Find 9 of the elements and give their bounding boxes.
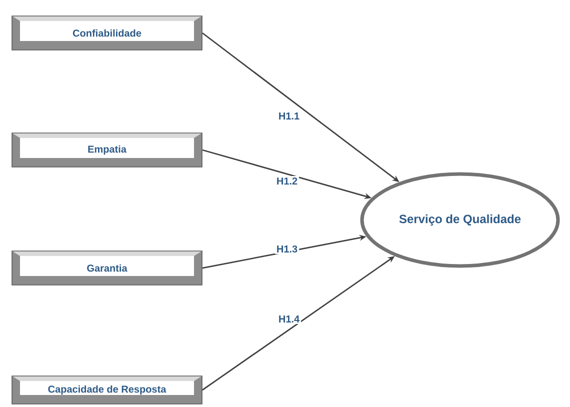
edge-label: H1.4	[276, 314, 302, 324]
edge-label: H1.3	[274, 244, 300, 254]
edge-label: H1.1	[276, 111, 302, 121]
beveled-box: Garantia	[12, 250, 202, 286]
beveled-box: Confiabilidade	[12, 16, 202, 50]
beveled-box: Empatia	[12, 132, 202, 168]
beveled-box: Capacidade de Resposta	[12, 376, 202, 404]
edge-label: H1.2	[274, 176, 300, 186]
ellipse-node: Serviço de Qualidade	[360, 172, 560, 268]
